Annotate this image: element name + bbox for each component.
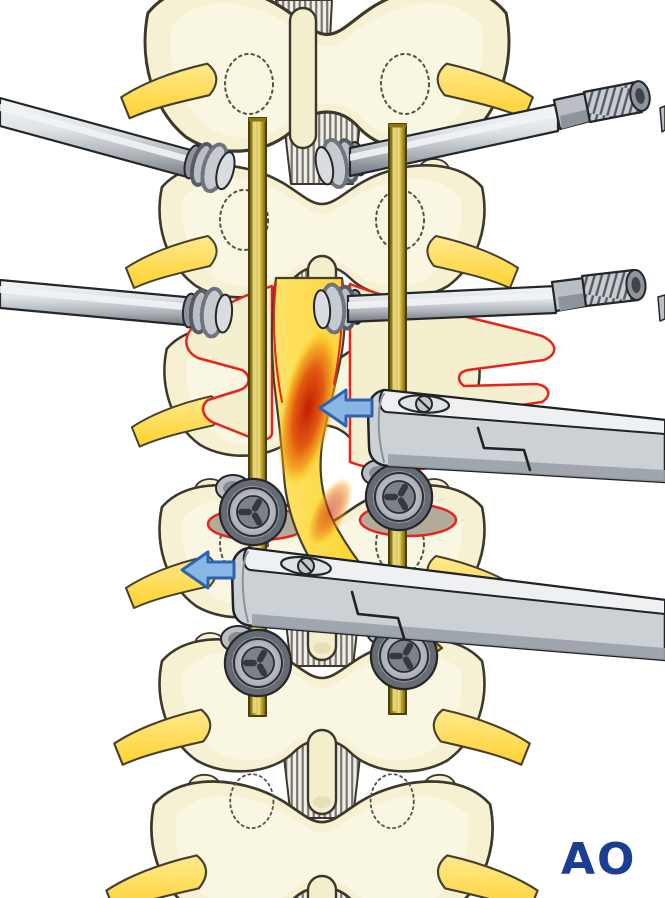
instrument-slot-lower [280,555,332,577]
edge-slivers [657,105,665,322]
dural-sac [270,276,444,674]
threaded-tip-mid [625,269,647,301]
instrument-slot-upper [397,394,451,414]
vertebra-1 [120,0,534,153]
cord-compression-highlight [277,329,353,547]
screw-extension-mid-left [0,278,236,341]
reduction-instrument-upper [366,388,665,484]
reduction-arrow-upper-icon [318,388,374,428]
ao-logo: AO [561,834,636,885]
reduction-arrow-lower-icon [180,550,236,590]
screw-extension-upper-left [0,96,242,198]
reduction-instrument-lower [230,546,665,662]
threaded-tip-upper [629,80,651,112]
